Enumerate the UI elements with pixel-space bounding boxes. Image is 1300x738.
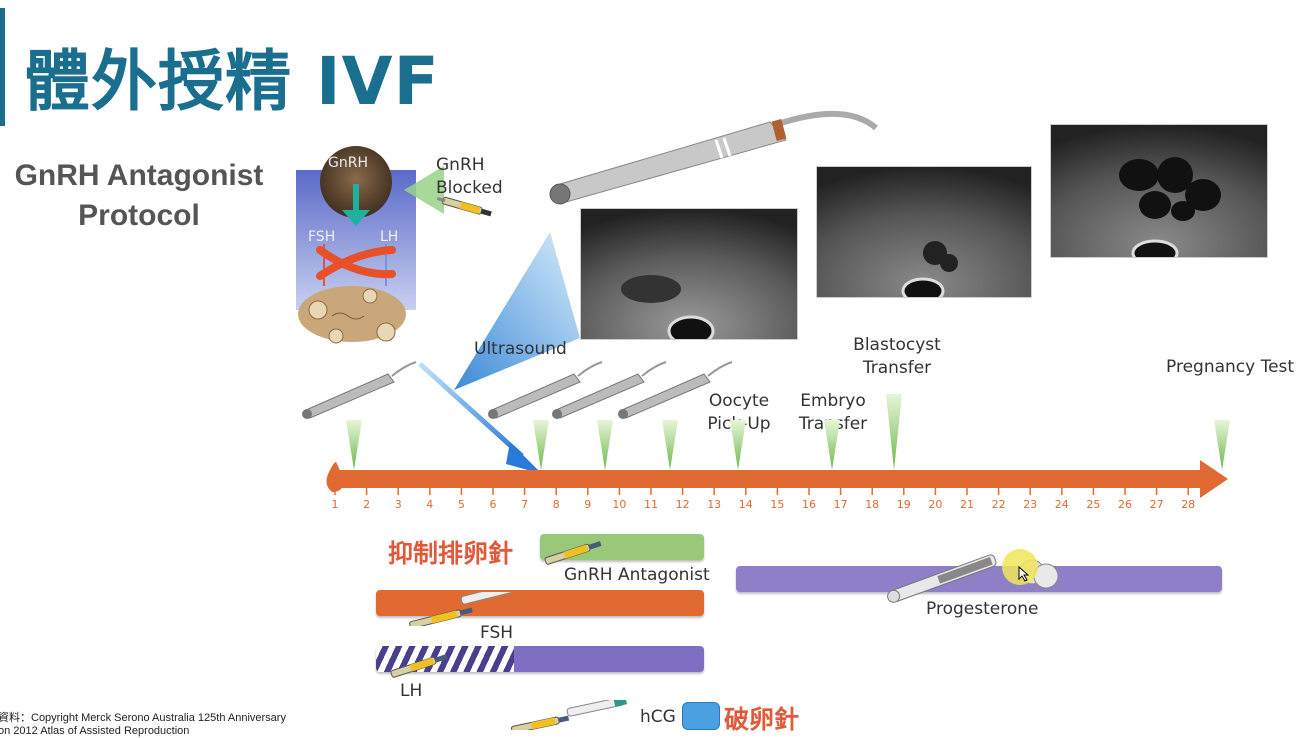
ultrasound-scan-1 (580, 208, 798, 340)
timeline-arrow-shaft (340, 470, 1202, 488)
gnrh-inset-illustration (296, 146, 418, 346)
title-accent-bar (0, 8, 5, 126)
subtitle-line-1: GnRH Antagonist (14, 159, 264, 192)
source-line-1: 資料：Copyright Merck Serono Australia 125t… (0, 712, 286, 724)
probe-icon (550, 360, 668, 420)
fsh-bar (376, 590, 704, 616)
inset-label-lh: LH (380, 229, 399, 245)
fsh-pen-icon (404, 579, 544, 629)
subtitle-line-2: Protocol (78, 199, 200, 232)
hcg-label: hCG (640, 707, 676, 727)
day-tick-label: 18 (865, 498, 879, 511)
day-tick-label: 1 (332, 498, 339, 511)
gnrh-blocked-pointer (404, 166, 444, 214)
probe-icon (486, 360, 604, 420)
gnrh-blocked-line-2: Blocked (436, 178, 503, 198)
syringe-icon (436, 196, 494, 218)
ultrasound-probe-large (546, 100, 882, 210)
event-marker (886, 394, 902, 470)
event-marker (597, 420, 613, 470)
day-tick-label: 11 (644, 498, 658, 511)
day-tick-label: 5 (458, 498, 465, 511)
probe-icon (616, 360, 734, 420)
event-blastocyst-transfer: Blastocyst Transfer (852, 334, 942, 380)
embryo-line-1: Embryo (800, 391, 866, 411)
event-marker (730, 420, 746, 470)
cursor-highlight (1002, 549, 1038, 585)
blast-line-1: Blastocyst (853, 335, 941, 355)
day-tick-label: 8 (553, 498, 560, 511)
day-tick-label: 4 (426, 498, 433, 511)
day-tick-label: 28 (1181, 498, 1195, 511)
day-tick-label: 20 (928, 498, 942, 511)
oocyte-line-1: Oocyte (708, 391, 770, 411)
day-tick-label: 22 (992, 498, 1006, 511)
inset-label-gnrh: GnRH (328, 155, 368, 171)
antagonist-label: GnRH Antagonist (564, 565, 710, 585)
event-marker (824, 420, 840, 470)
timeline-start-drop (326, 462, 344, 492)
day-tick-label: 21 (960, 498, 974, 511)
day-tick-label: 27 (1150, 498, 1164, 511)
ultrasound-beam (452, 230, 582, 392)
day-tick-label: 17 (834, 498, 848, 511)
day-tick-label: 19 (897, 498, 911, 511)
syringe-icon (540, 538, 606, 566)
ultrasound-label: Ultrasound (474, 339, 567, 359)
antagonist-cn-label: 抑制排卵針 (388, 539, 514, 568)
day-tick-label: 26 (1118, 498, 1132, 511)
hcg-color-box (682, 702, 720, 730)
progesterone-label: Progesterone (926, 599, 1039, 619)
ultrasound-scan-2 (816, 166, 1032, 298)
lh-label: LH (400, 681, 423, 701)
timeline-arrow-head (1200, 460, 1228, 498)
slide-subtitle: GnRH Antagonist Protocol (0, 156, 278, 236)
inset-label-fsh: FSH (308, 229, 336, 245)
blast-line-2: Transfer (862, 358, 932, 378)
day-tick-label: 12 (676, 498, 690, 511)
probe-icon (300, 360, 418, 420)
day-tick-label: 16 (802, 498, 816, 511)
day-tick-label: 13 (707, 498, 721, 511)
day-tick-label: 15 (770, 498, 784, 511)
gnrh-blocked-line-1: GnRH (436, 155, 485, 175)
day-tick-label: 7 (521, 498, 528, 511)
day-tick-label: 6 (490, 498, 497, 511)
gnrh-blocked-label: GnRH Blocked (436, 154, 503, 200)
event-marker (533, 420, 549, 470)
event-marker (1214, 420, 1230, 470)
day-tick-label: 9 (584, 498, 591, 511)
day-tick-label: 10 (612, 498, 626, 511)
day-tick-label: 3 (395, 498, 402, 511)
source-citation: 資料：Copyright Merck Serono Australia 125t… (0, 712, 286, 738)
slide-title: 體外授精 IVF (24, 43, 440, 120)
day-tick-label: 24 (1055, 498, 1069, 511)
event-marker (662, 420, 678, 470)
hcg-pen-icon (506, 696, 636, 734)
syringe-icon (386, 650, 452, 680)
event-marker (346, 420, 362, 470)
trigger-cn-label: 破卵針 (724, 705, 800, 734)
fsh-label: FSH (480, 623, 514, 643)
day-tick-label: 2 (363, 498, 370, 511)
mouse-cursor-icon (1018, 565, 1030, 582)
day-tick-label: 25 (1086, 498, 1100, 511)
lh-bar (376, 646, 704, 672)
event-pregnancy-test: Pregnancy Test (1166, 357, 1295, 377)
day-tick-label: 23 (1023, 498, 1037, 511)
day-tick-label: 14 (739, 498, 753, 511)
blue-pointer-arrow (414, 360, 548, 478)
ultrasound-scan-3 (1050, 124, 1268, 258)
